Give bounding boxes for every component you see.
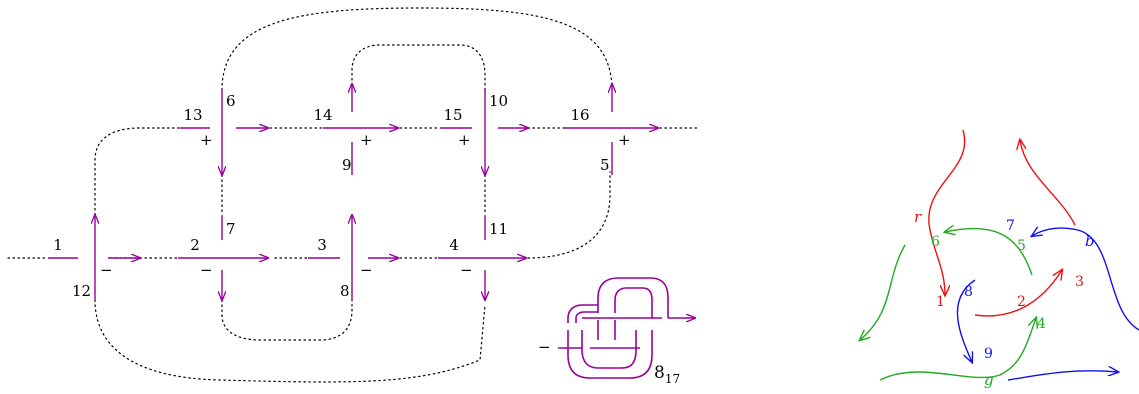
num-1: 1 [936,294,945,310]
num-7: 7 [1006,218,1015,234]
label-10: 10 [489,92,508,110]
strand-label-g: g [984,371,994,389]
label-7: 7 [226,220,236,238]
knot-sign: − [538,338,551,356]
sign-c13: + [200,131,213,149]
label-13: 13 [183,106,202,124]
sign-c15: + [458,131,471,149]
num-9: 9 [984,346,993,362]
sign-c2: − [200,261,213,279]
sign-c4: − [460,261,473,279]
colored-strand-diagram: r b g 1 2 3 4 5 6 7 8 9 [860,129,1139,389]
num-5: 5 [1017,238,1026,254]
crossing-strokes [48,84,658,300]
label-2: 2 [190,236,200,254]
label-14: 14 [313,106,332,124]
knot-name: 817 [654,363,680,386]
sign-c3: − [360,261,373,279]
num-6: 6 [931,234,940,250]
sign-c1: − [100,261,113,279]
sign-c14: + [360,131,373,149]
num-2: 2 [1017,294,1026,310]
knot-8-17-icon: − 817 [538,277,695,386]
crossing-graph: 1 2 3 4 13 14 15 16 12 7 8 11 6 9 10 5 −… [7,7,701,383]
num-4: 4 [1037,316,1046,332]
label-9: 9 [342,156,352,174]
label-4: 4 [449,236,459,254]
num-3: 3 [1075,274,1084,290]
label-5: 5 [600,156,610,174]
dotted-connections [7,7,701,383]
label-8: 8 [340,282,350,300]
label-3: 3 [317,236,327,254]
strand-label-b: b [1085,232,1095,250]
strand-label-r: r [914,208,922,226]
label-1: 1 [53,236,63,254]
label-12: 12 [72,282,91,300]
label-15: 15 [443,106,462,124]
label-6: 6 [226,92,236,110]
label-11: 11 [489,220,508,238]
label-16: 16 [570,106,589,124]
sign-c16: + [618,131,631,149]
num-8: 8 [964,284,973,300]
